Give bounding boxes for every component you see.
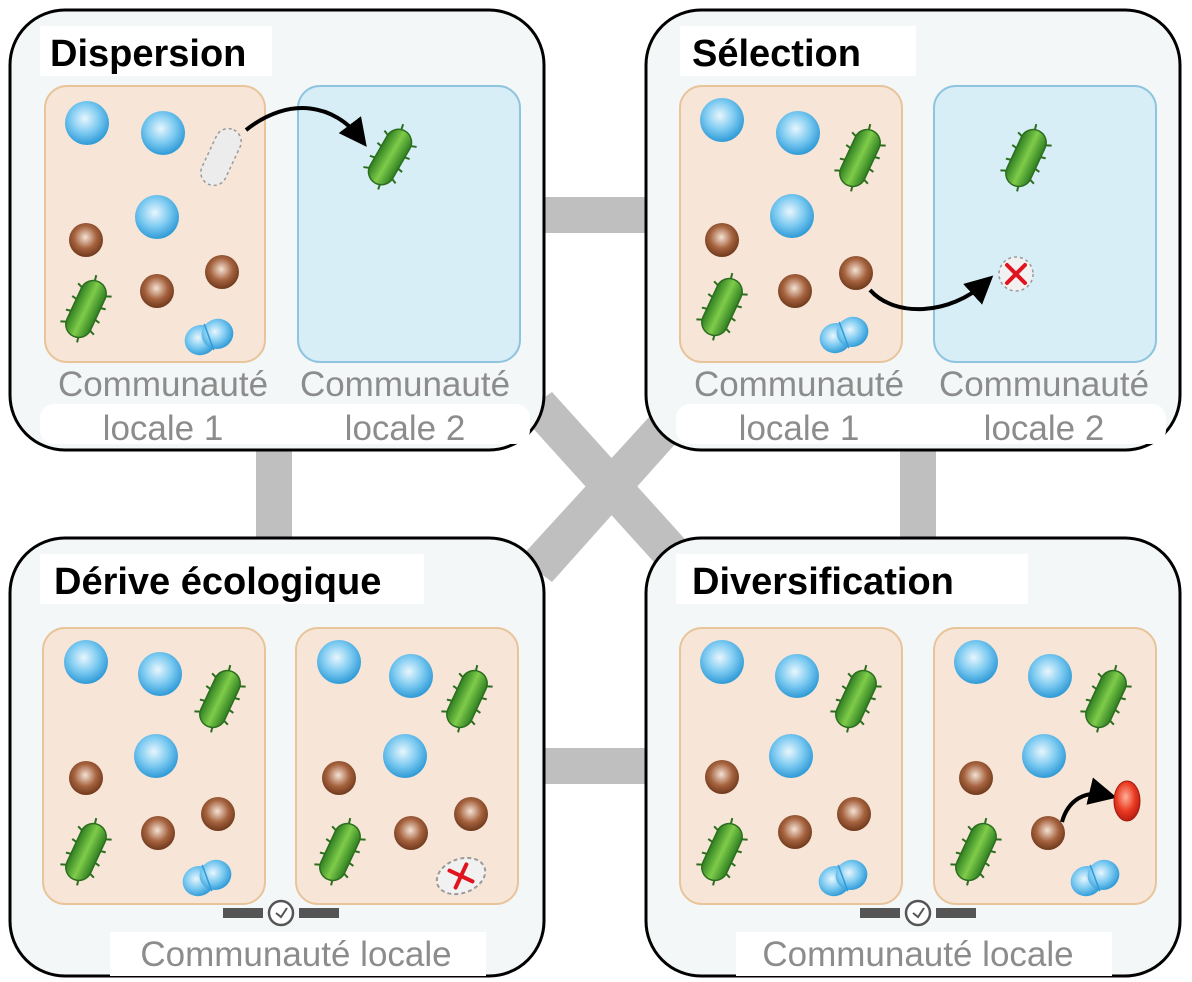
dispersal-arrow [244,106,367,147]
community-label: Communauté locale [140,935,451,974]
community-label-1-line1: Communauté [58,365,268,404]
lost-cell [435,856,487,896]
community-label-2-line2: locale 2 [984,409,1105,448]
label-background [676,404,1166,444]
title-background [680,26,916,76]
community-label-1-line2: locale 1 [103,409,224,448]
panel-dispersion: Dispersion Communauté locale 1 Communaut… [8,8,546,452]
connector-top [540,197,660,233]
label-background [736,932,1112,976]
community-label-2-line1: Communauté [300,365,510,404]
connector-diagonal-b [520,392,702,582]
panel-title: Dérive écologique [54,561,381,603]
community-label-1-line2: locale 1 [739,409,860,448]
community-label-1-line1: Communauté [694,365,904,404]
diversification-arrow [1060,777,1117,823]
title-background [676,554,1028,604]
local-community-box-2 [297,85,521,363]
community-label-2-line2: locale 2 [345,409,466,448]
panel-selection: Sélection Communauté locale 1 Communauté… [644,8,1182,452]
red-oval-cell [1113,780,1141,822]
panel-title: Dispersion [50,33,246,75]
panel-drift: Dérive écologique Communauté locale [8,536,546,978]
community-label: Communauté locale [762,935,1073,974]
panel-title: Sélection [692,33,861,75]
label-background [40,404,530,444]
connectors [256,197,936,784]
connector-bottom [540,748,660,784]
community-label-2-line1: Communauté [939,365,1149,404]
label-background [110,932,486,976]
title-background [40,554,424,604]
excluded-cell [998,256,1034,292]
local-community-box-2 [933,85,1157,363]
panel-diversification: Diversification Communauté locale [644,536,1182,978]
selection-arrow [868,275,994,311]
panel-title: Diversification [692,561,954,603]
title-background [40,26,272,76]
